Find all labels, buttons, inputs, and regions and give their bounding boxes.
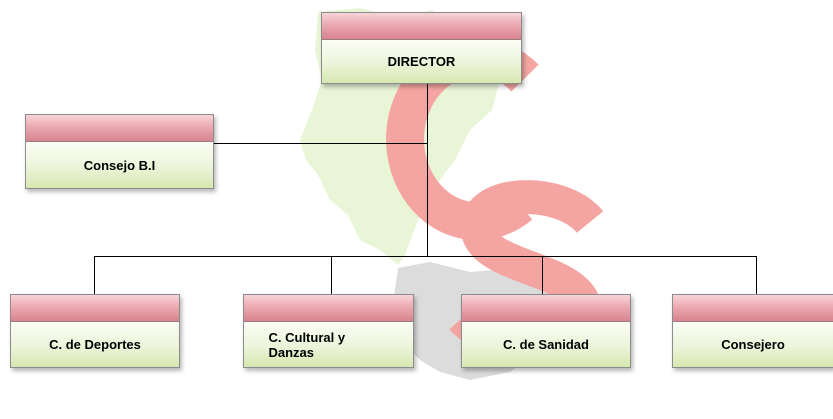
node-header	[11, 295, 179, 322]
node-body: C. de Sanidad	[462, 322, 630, 367]
node-sanidad[interactable]: C. de Sanidad	[461, 294, 631, 368]
node-label-consejo: Consejo B.I	[83, 157, 156, 173]
node-body: DIRECTOR	[322, 40, 521, 83]
node-label-deportes: C. de Deportes	[49, 337, 141, 352]
node-consejo[interactable]: Consejo B.I	[25, 114, 214, 189]
node-body: C. Cultural y Danzas	[244, 322, 413, 367]
node-body: C. de Deportes	[11, 322, 179, 367]
node-cultural[interactable]: C. Cultural y Danzas	[243, 294, 414, 368]
node-label-director: DIRECTOR	[387, 54, 456, 69]
node-director[interactable]: DIRECTOR	[321, 12, 522, 84]
node-header	[462, 295, 630, 322]
node-header	[244, 295, 413, 322]
node-label-sanidad: C. de Sanidad	[503, 337, 589, 352]
node-body: Consejo B.I	[26, 142, 213, 188]
node-consejero[interactable]: Consejero	[672, 294, 833, 368]
node-header	[673, 295, 833, 322]
node-deportes[interactable]: C. de Deportes	[10, 294, 180, 368]
node-header	[322, 13, 521, 40]
node-label-consejero: Consejero	[721, 337, 785, 352]
node-header	[26, 115, 213, 142]
node-label-cultural: C. Cultural y Danzas	[268, 329, 346, 360]
node-body: Consejero	[673, 322, 833, 367]
